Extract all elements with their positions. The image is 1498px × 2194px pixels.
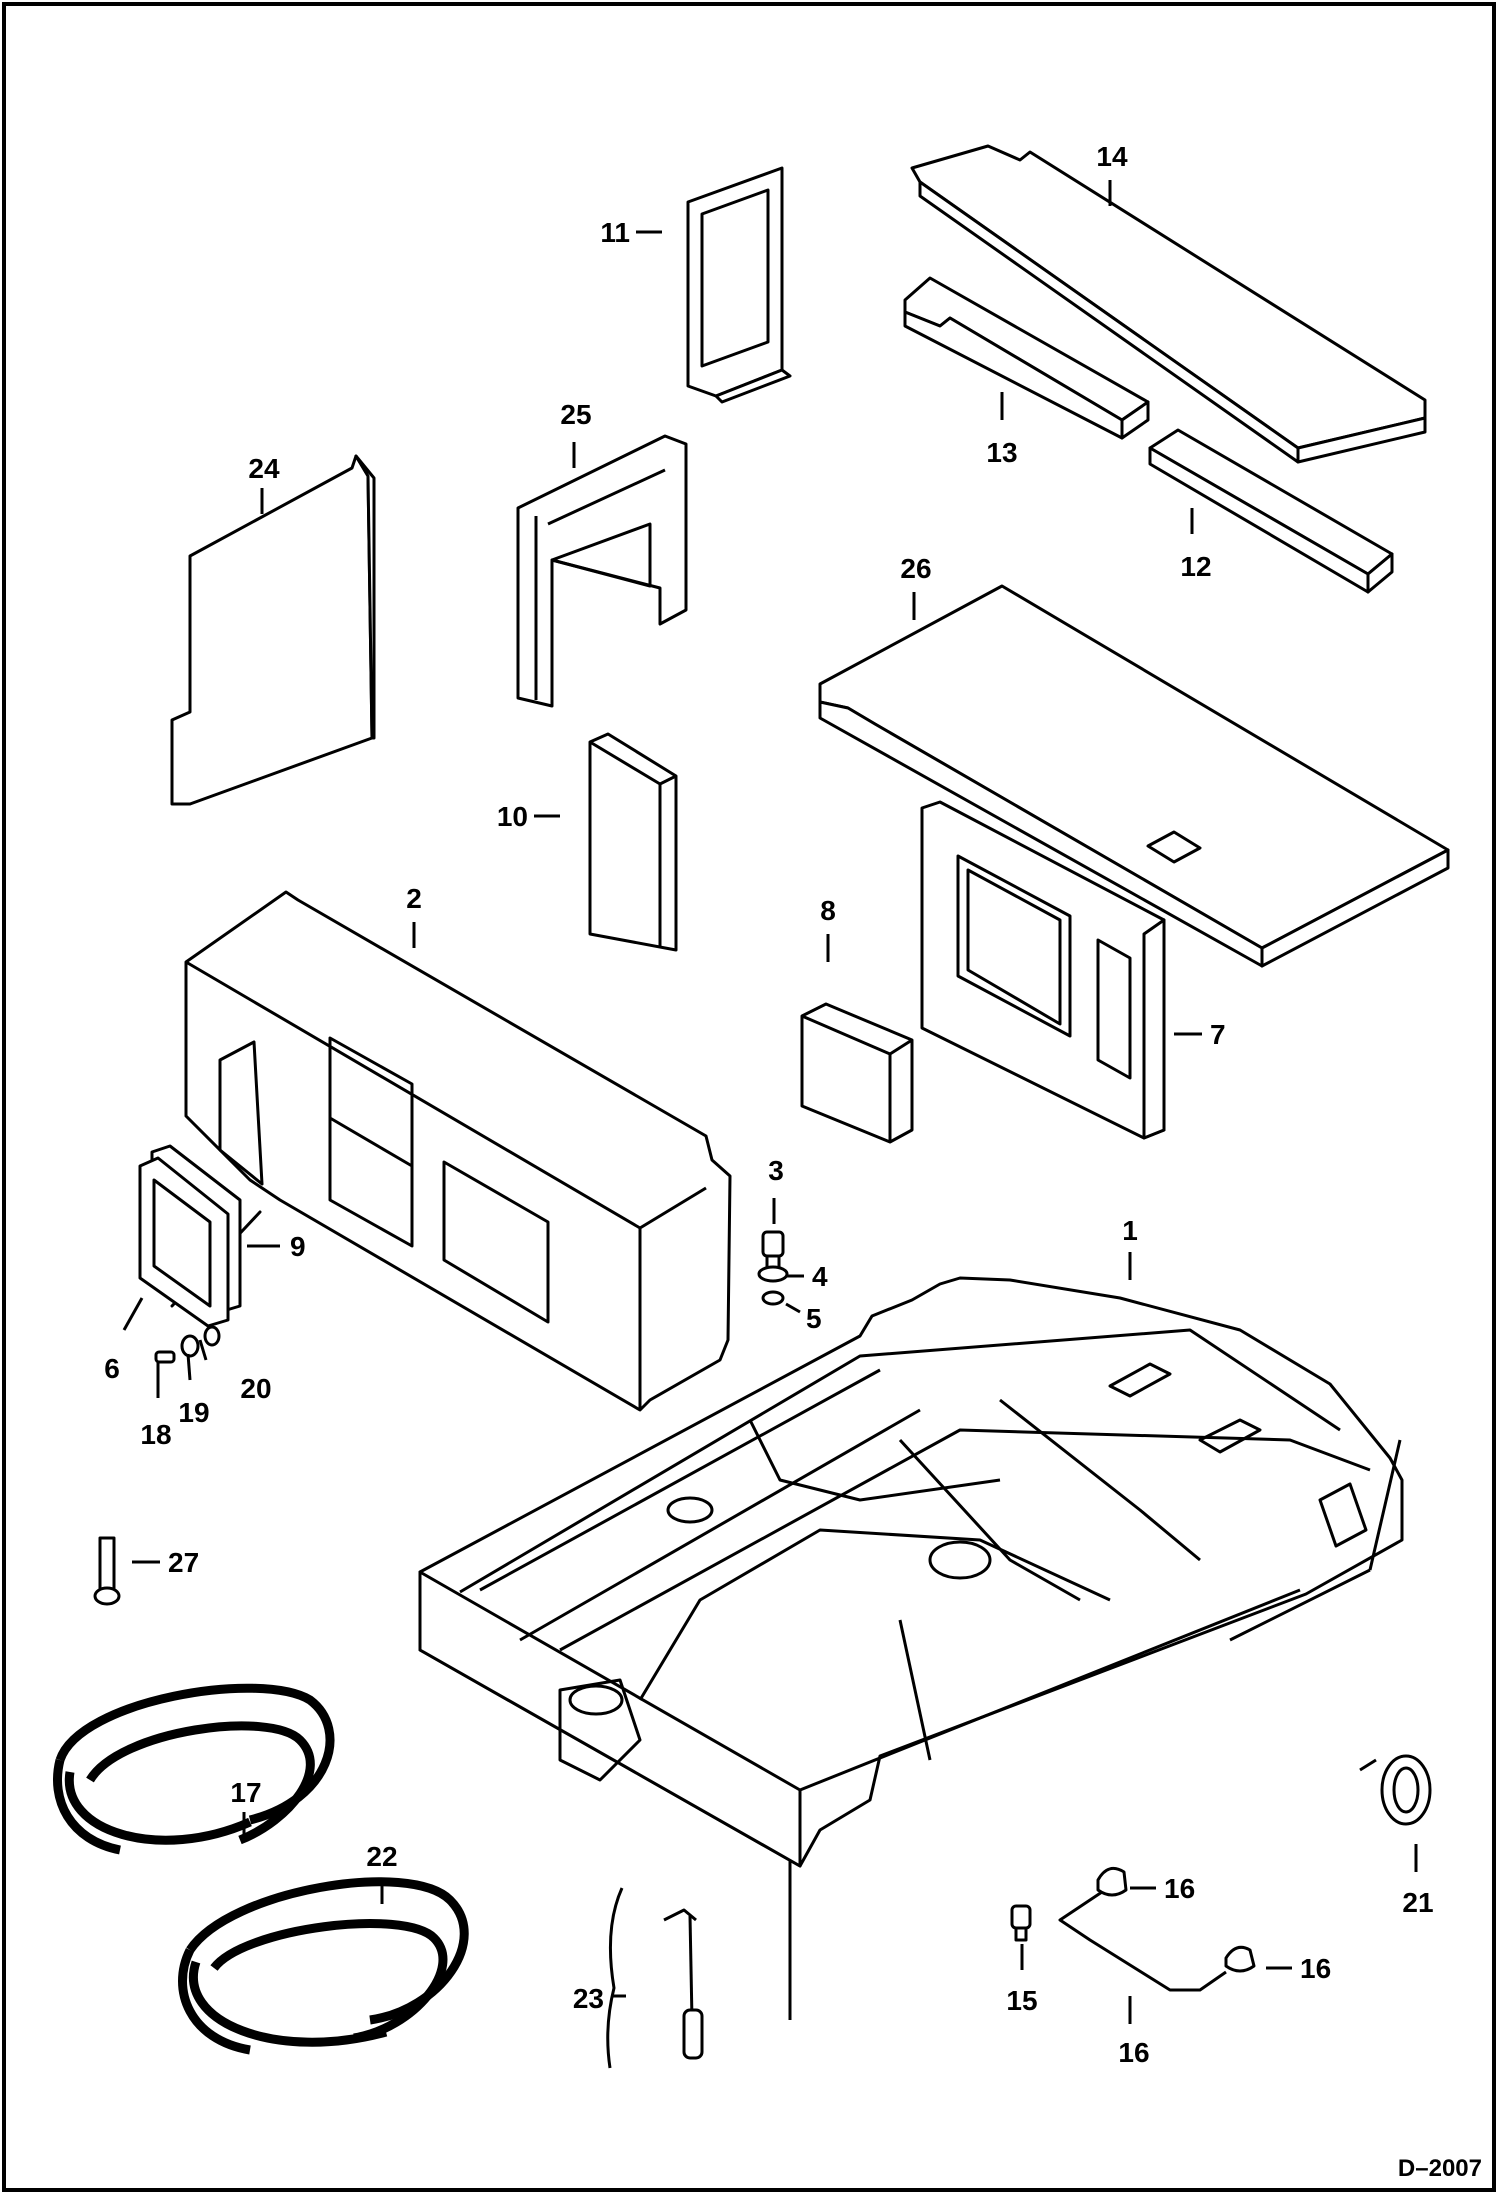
part-28-bolt [93,1536,121,1606]
callout-13: 13 [986,437,1017,468]
leader-lines [122,180,1418,2024]
callout-21: 20 [240,1373,271,1404]
part-21-nut [203,1325,221,1347]
callout-11: 11 [600,217,630,248]
callout-12: 12 [1180,551,1211,582]
callout-9: 9 [290,1231,306,1262]
callout-20: 19 [178,1397,209,1428]
part-2-engine-cover [170,890,732,1412]
part-4-washer [757,1265,789,1283]
part-19-screw [154,1350,176,1364]
part-23-hose-coil [178,1877,469,2055]
document-id: D–2007 [1398,2155,1482,2182]
part-26-l-frame [516,434,688,708]
part-13-panel-strip [903,276,1150,440]
part-15-plug [1010,1904,1032,1942]
callout-1: 1 [1122,1215,1138,1246]
callout-16-upper: 16 [1164,1873,1195,1904]
callout-8: 8 [820,895,836,926]
callout-16-lower: 16 [1300,1953,1331,1984]
part-8-small-block [800,1002,914,1144]
part-7-frame-panel [920,800,1166,1140]
callout-23: 22 [366,1841,397,1872]
part-17-line [1058,1890,1227,1992]
callout-18: 17 [230,1777,261,1808]
callout-22: 21 [1402,1887,1433,1918]
callout-6: 6 [104,1353,120,1384]
callout-2: 2 [406,883,422,914]
callout-labels: 14 11 13 12 25 24 26 10 2 8 7 9 3 4 5 1 … [104,141,1433,2068]
callout-26: 25 [560,399,591,430]
callout-19: 18 [140,1419,171,1450]
callout-4: 4 [812,1261,828,1292]
part-11-frame-panel [686,166,792,404]
part-1-main-frame [418,1276,1404,2020]
part-22-grommet [1380,1754,1432,1826]
part-27-top-plate [818,584,1450,968]
callout-17: 16 [1118,2037,1149,2068]
part-25-side-panel [170,454,376,806]
part-20-washer [180,1334,200,1358]
part-5-washer [761,1290,785,1306]
part-3-bolt [761,1230,785,1272]
callout-15: 15 [1006,1985,1037,2016]
part-12-panel-strip [1148,428,1394,594]
callout-28: 27 [168,1547,199,1578]
part-18-hose-coil [53,1683,335,1855]
part-16-fitting-lower [1224,1945,1256,1973]
callout-7: 7 [1210,1019,1226,1050]
callout-5: 5 [806,1303,822,1334]
part-16-fitting-upper [1096,1866,1128,1897]
callout-27: 26 [900,553,931,584]
callout-24: 23 [573,1983,604,2014]
part-9-access-panel [138,1144,242,1328]
part-24-pin-assembly [606,1887,704,2069]
callout-3: 3 [768,1155,784,1186]
callout-10: 10 [497,801,528,832]
callout-14: 14 [1096,141,1128,172]
part-14-long-panel [910,144,1427,464]
part-10-block [588,732,678,952]
callout-25: 24 [248,453,280,484]
